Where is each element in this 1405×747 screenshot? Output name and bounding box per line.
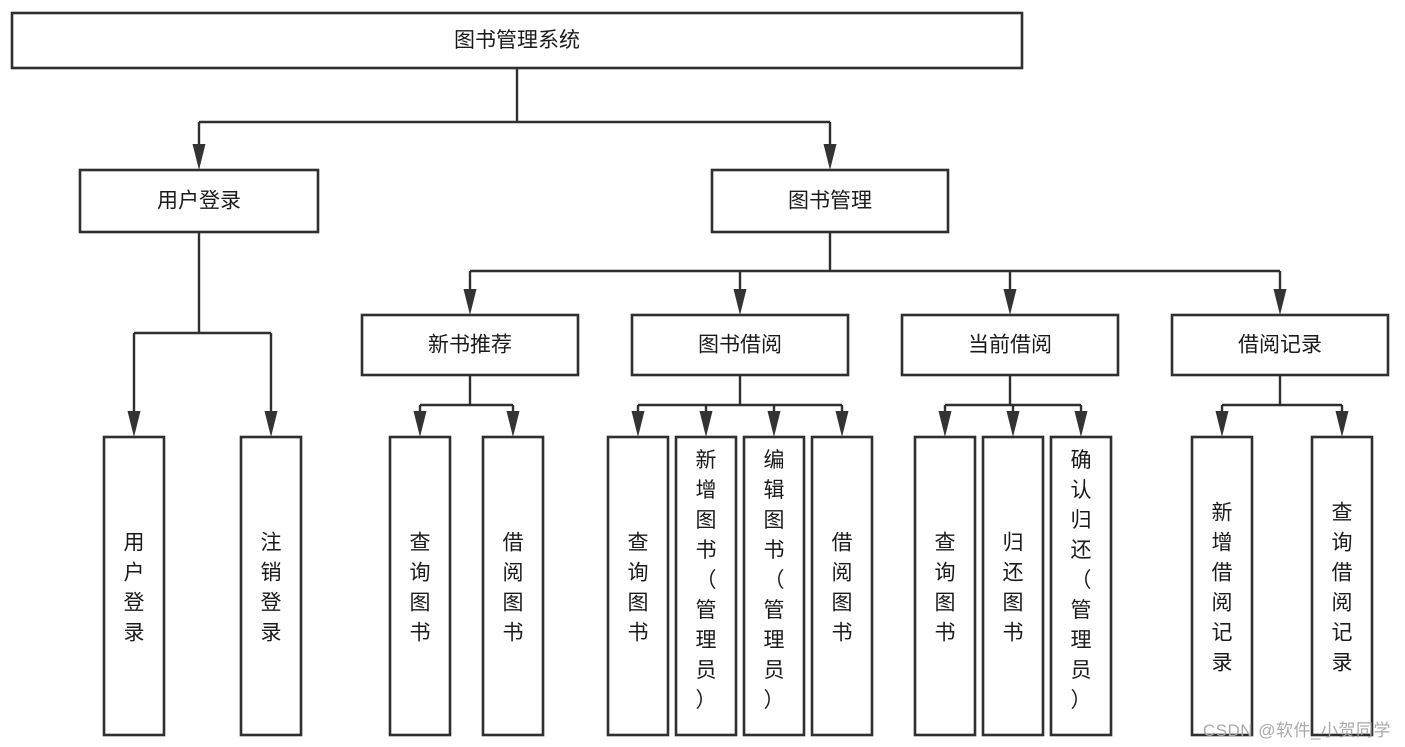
node-bookmgmt[interactable]: 图书管理: [710, 168, 950, 234]
node-label: 图书管理系统: [454, 29, 580, 52]
node-label: 借阅图书: [832, 531, 853, 644]
node-borrow-4[interactable]: 借阅图书: [810, 435, 874, 737]
node-records[interactable]: 借阅记录: [1170, 313, 1390, 377]
arrowhead-icon: [938, 411, 952, 437]
node-label: 当前借阅: [968, 334, 1052, 357]
arrowhead-icon: [192, 144, 206, 170]
node-label: 图书借阅: [698, 334, 782, 357]
node-newbook[interactable]: 新书推荐: [360, 313, 580, 377]
node-label: 新增借阅记录: [1212, 501, 1233, 674]
arrowhead-icon: [767, 411, 781, 437]
arrowhead-icon: [631, 411, 645, 437]
watermark-label: CSDN @软件_小贺同学: [1202, 721, 1391, 740]
node-label: 查询借阅记录: [1332, 501, 1353, 674]
node-layer: 图书管理系统用户登录图书管理新书推荐图书借阅当前借阅借阅记录用户登录注销登录查询…: [10, 11, 1390, 737]
node-label: 查询图书: [935, 531, 956, 644]
node-newbook-2[interactable]: 借阅图书: [481, 435, 545, 737]
arrowhead-icon: [1335, 411, 1349, 437]
node-borrow-3[interactable]: 编辑图书（管理员）: [742, 435, 806, 737]
node-label: 借阅记录: [1238, 334, 1322, 357]
node-label: 注销登录: [261, 531, 282, 644]
arrowhead-icon: [835, 411, 849, 437]
arrowhead-icon: [506, 411, 520, 437]
arrowhead-icon: [733, 289, 747, 315]
arrowhead-icon: [699, 411, 713, 437]
node-label: 新增图书（管理员）: [696, 449, 717, 712]
arrowhead-icon: [1273, 289, 1287, 315]
node-login[interactable]: 用户登录: [78, 168, 320, 234]
connector-layer: [127, 68, 1349, 437]
node-borrow[interactable]: 图书借阅: [630, 313, 850, 377]
arrowhead-icon: [1074, 411, 1088, 437]
connector-group-login: [127, 232, 278, 437]
arrowhead-icon: [127, 411, 141, 437]
node-current-1[interactable]: 查询图书: [913, 435, 977, 737]
node-label: 查询图书: [628, 531, 649, 644]
arrowhead-icon: [463, 289, 477, 315]
node-label: 新书推荐: [428, 334, 512, 357]
arrowhead-icon: [823, 144, 837, 170]
connector-group-borrow: [631, 375, 849, 437]
node-current[interactable]: 当前借阅: [900, 313, 1120, 377]
arrowhead-icon: [1003, 289, 1017, 315]
node-borrow-2[interactable]: 新增图书（管理员）: [674, 435, 738, 737]
node-root[interactable]: 图书管理系统: [10, 11, 1024, 70]
connector-group-newbook: [413, 375, 520, 437]
node-records-2[interactable]: 查询借阅记录: [1310, 435, 1374, 737]
connector-group-records: [1215, 375, 1349, 437]
node-login-2[interactable]: 注销登录: [239, 435, 303, 737]
node-current-3[interactable]: 确认归还（管理员）: [1049, 435, 1113, 737]
node-current-2[interactable]: 归还图书: [981, 435, 1045, 737]
node-label: 编辑图书（管理员）: [764, 449, 785, 712]
node-label: 归还图书: [1003, 531, 1024, 644]
node-records-1[interactable]: 新增借阅记录: [1190, 435, 1254, 737]
arrowhead-icon: [1215, 411, 1229, 437]
arrowhead-icon: [264, 411, 278, 437]
node-label: 用户登录: [124, 531, 145, 644]
connector-group-bookmgmt: [463, 232, 1287, 315]
connector-group-root: [192, 68, 837, 170]
arrowhead-icon: [1006, 411, 1020, 437]
node-label: 用户登录: [157, 190, 241, 213]
node-borrow-1[interactable]: 查询图书: [606, 435, 670, 737]
connector-group-current: [938, 375, 1088, 437]
node-label: 借阅图书: [503, 531, 524, 644]
node-label: 图书管理: [788, 190, 872, 213]
node-login-1[interactable]: 用户登录: [102, 435, 166, 737]
node-newbook-1[interactable]: 查询图书: [388, 435, 452, 737]
node-label: 查询图书: [410, 531, 431, 644]
node-label: 确认归还（管理员）: [1071, 449, 1092, 712]
arrowhead-icon: [413, 411, 427, 437]
